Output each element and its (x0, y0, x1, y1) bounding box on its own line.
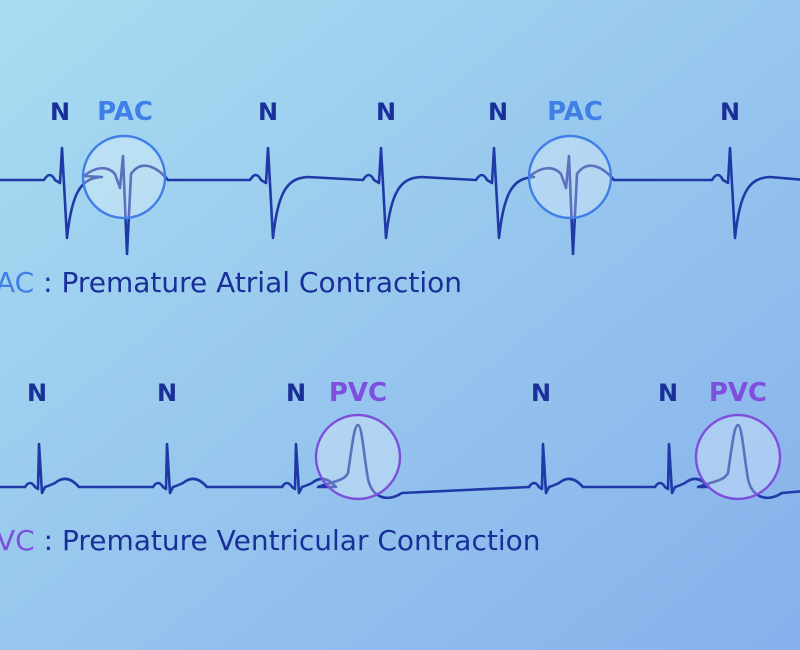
pvc-beat-labels: N N N PVC N N PVC (27, 378, 767, 408)
pvc-caption-text: Premature Ventricular Contraction (62, 524, 541, 557)
pac-caption-abbr: AC (0, 266, 34, 299)
pvc-strip: N N N PVC N N PVC VC : Premature Ventricular C… (0, 378, 800, 557)
pac-beat-label-n: N (720, 98, 740, 126)
pac-beat-label-n: N (488, 98, 508, 126)
pvc-beat-label-n: N (658, 379, 678, 407)
pac-caption-sep: : (34, 266, 61, 299)
pac-beat-label-pac: PAC (97, 97, 153, 127)
pac-highlight-circle (81, 134, 167, 220)
pac-caption-text: Premature Atrial Contraction (61, 266, 462, 299)
pac-beat-label-n: N (376, 98, 396, 126)
pvc-beat-label-n: N (286, 379, 306, 407)
pac-beat-label-n: N (258, 98, 278, 126)
pvc-beat-label-n: N (531, 379, 551, 407)
pac-highlight-circles (81, 134, 613, 220)
pvc-beat-label-n: N (27, 379, 47, 407)
pvc-beat-label-pvc: PVC (709, 378, 767, 408)
pac-ecg-trace (0, 146, 800, 256)
pvc-highlight-circles (314, 413, 782, 501)
pac-beat-label-n: N (50, 98, 70, 126)
pac-caption: AC : Premature Atrial Contraction (0, 266, 462, 299)
pvc-beat-label-pvc: PVC (329, 378, 387, 408)
pvc-beat-label-n: N (157, 379, 177, 407)
pac-highlight-circle (527, 134, 613, 220)
pvc-caption-sep: : (35, 524, 62, 557)
pvc-caption-abbr: VC (0, 524, 35, 557)
pvc-caption: VC : Premature Ventricular Contraction (0, 524, 540, 557)
pac-beat-label-pac: PAC (547, 97, 603, 127)
pac-strip: N PAC N N N PAC N AC : Premature Atrial Contra… (0, 97, 800, 299)
pvc-highlight-circle (694, 413, 782, 501)
pac-beat-labels: N PAC N N N PAC N (50, 97, 740, 127)
pvc-highlight-circle (314, 413, 402, 501)
